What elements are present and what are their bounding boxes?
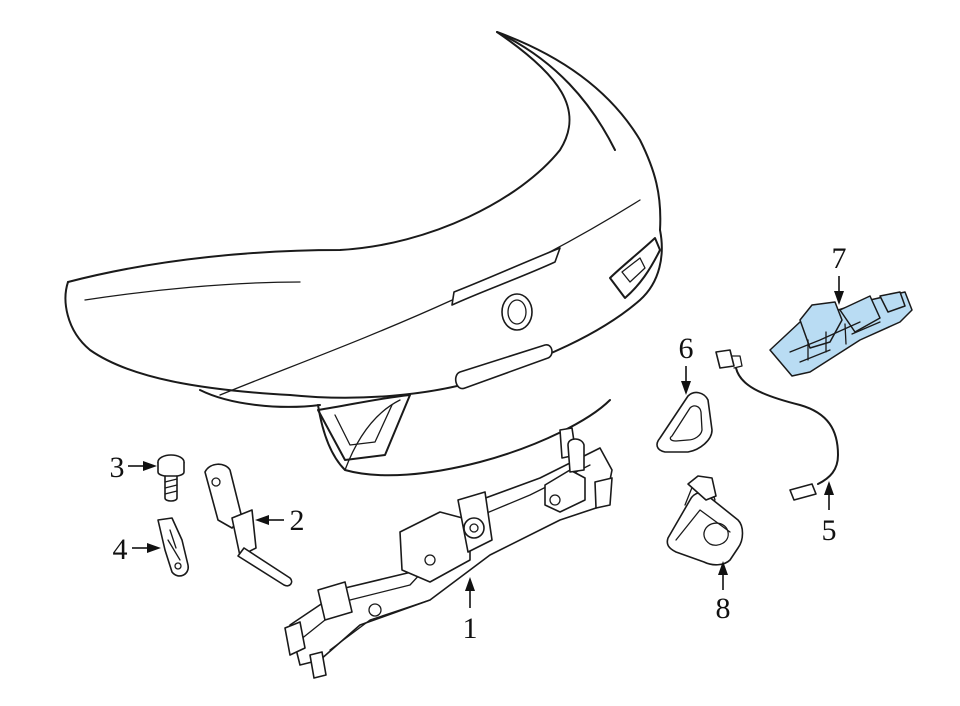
latch-mechanism-part [284,427,613,679]
switch-module-part [769,291,913,377]
cable-bracket-part [204,463,293,587]
callout-6: 6 [679,332,694,395]
trunk-lid [64,31,663,477]
callout-1: 1 [463,577,478,645]
callout-7: 7 [832,242,847,305]
wiring-harness-part [715,349,839,501]
callout-number: 3 [110,451,125,484]
callout-number: 7 [832,242,847,275]
handle-bezel-part [656,391,713,453]
callout-number: 2 [290,504,305,537]
clip-part [157,517,189,577]
callout-8: 8 [716,561,731,625]
callout-2: 2 [255,504,305,537]
callout-3: 3 [110,451,157,484]
bolt-part [157,454,185,502]
handle-assembly-part [666,475,744,566]
callout-number: 4 [113,533,128,566]
callout-number: 5 [822,514,837,547]
callout-5: 5 [822,481,837,547]
callout-number: 1 [463,612,478,645]
callout-4: 4 [113,533,161,566]
callout-number: 8 [716,592,731,625]
callout-number: 6 [679,332,694,365]
